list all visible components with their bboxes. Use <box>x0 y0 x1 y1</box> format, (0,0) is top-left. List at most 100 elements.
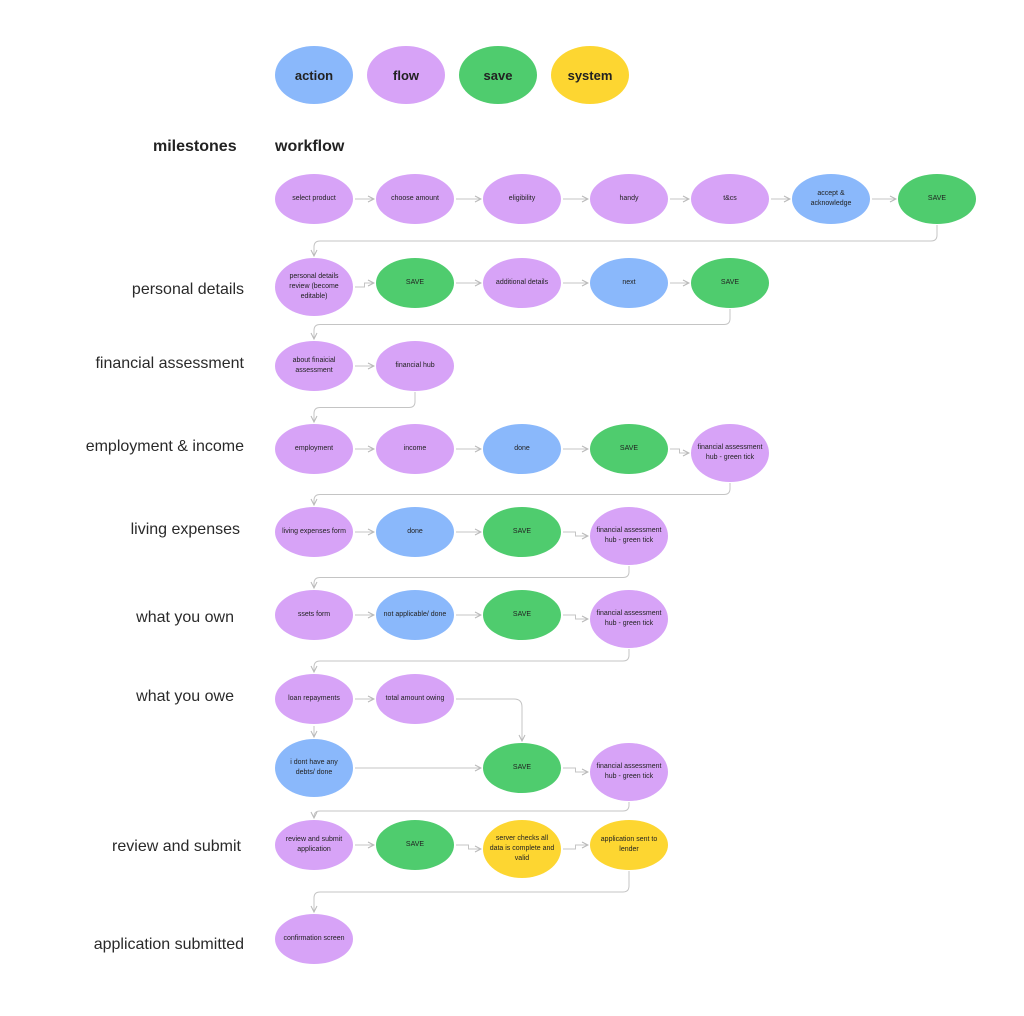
node-text: t&cs <box>723 195 737 202</box>
node-application-sent-to-lender: application sent to lender <box>590 820 668 870</box>
connector-arrow <box>314 309 731 339</box>
node-text: not applicable/ done <box>383 611 447 618</box>
node-handy: handy <box>590 174 668 224</box>
node-text: financial assessment hub - green tick <box>697 444 763 461</box>
node-text: additional details <box>495 279 549 286</box>
node-save: SAVE <box>376 820 454 870</box>
node-text: income <box>403 445 427 452</box>
node-financial-assessment-hub: financial assessment hub - green tick <box>590 507 668 565</box>
node-total-amount-owing: total amount owing <box>376 674 454 724</box>
node-income: income <box>376 424 454 474</box>
connector-arrow <box>563 614 588 619</box>
node-text: SAVE <box>512 764 532 771</box>
node-text: personal details review (become editable… <box>289 273 339 300</box>
milestones-heading: milestones <box>153 138 237 155</box>
node-personal-details-review: personal details review (become editable… <box>275 258 353 316</box>
node-save: SAVE <box>483 507 561 557</box>
node-eligibility: eligibility <box>483 174 561 224</box>
node-save: SAVE <box>691 258 769 308</box>
node-text: confirmation screen <box>283 935 345 942</box>
milestone-employment-income: employment & income <box>85 438 244 455</box>
node-financial-assessment-hub: financial assessment hub - green tick <box>590 743 668 801</box>
connector-arrow <box>456 698 522 741</box>
node-next: next <box>590 258 668 308</box>
node-save: SAVE <box>590 424 668 474</box>
node-text: living expenses form <box>282 528 346 535</box>
connector-arrow <box>314 566 630 588</box>
node-text: done <box>514 445 530 452</box>
node-text: next <box>622 279 636 286</box>
node-text: eligibility <box>508 195 536 202</box>
node-text: SAVE <box>927 195 947 202</box>
connector-arrow <box>314 392 416 422</box>
legend-flow: flow <box>367 46 445 104</box>
milestone-personal-details: personal details <box>131 281 244 298</box>
node-assets-form: ssets form <box>275 590 353 640</box>
node-text: employment <box>294 445 334 452</box>
node-text: accept & acknowledge <box>810 190 852 207</box>
legend-flow-label: flow <box>393 67 419 83</box>
milestone-what-you-owe: what you owe <box>136 688 234 705</box>
connector-arrow <box>314 871 630 912</box>
connector-arrow <box>456 844 481 849</box>
node-text: select product <box>292 195 336 202</box>
connector-arrow <box>355 283 374 288</box>
node-text: SAVE <box>619 445 639 452</box>
legend-save-label: save <box>483 67 513 83</box>
connector-arrow <box>563 531 588 536</box>
node-choose-amount: choose amount <box>376 174 454 224</box>
milestone-financial-assessment: financial assessment <box>95 355 244 372</box>
legend-action-label: action <box>294 67 334 83</box>
node-text: server checks all data is complete and v… <box>489 835 555 862</box>
node-select-product: select product <box>275 174 353 224</box>
connector-arrow <box>314 649 630 672</box>
node-save: SAVE <box>483 743 561 793</box>
connector-arrow <box>563 845 588 850</box>
node-text: loan repayments <box>288 695 340 702</box>
legend-save: save <box>459 46 537 104</box>
node-not-applicable-done: not applicable/ done <box>376 590 454 640</box>
node-financial-assessment-hub: financial assessment hub - green tick <box>691 424 769 482</box>
milestone-review-and-submit: review and submit <box>112 838 241 855</box>
node-text: application sent to lender <box>600 836 658 853</box>
node-text: choose amount <box>391 195 439 202</box>
node-text: total amount owing <box>385 695 445 702</box>
legend-action: action <box>275 46 353 104</box>
node-employment: employment <box>275 424 353 474</box>
node-text: review and submit application <box>285 836 343 853</box>
node-living-expenses-form: living expenses form <box>275 507 353 557</box>
node-loan-repayments: loan repayments <box>275 674 353 724</box>
milestone-application-submitted: application submitted <box>93 936 244 953</box>
node-text: ssets form <box>297 611 331 618</box>
node-done: done <box>376 507 454 557</box>
node-server-checks: server checks all data is complete and v… <box>483 820 561 878</box>
node-text: financial assessment hub - green tick <box>596 610 662 627</box>
node-text: about finaicial assessment <box>292 357 336 374</box>
node-text: handy <box>619 195 639 202</box>
node-text: SAVE <box>512 528 532 535</box>
node-financial-assessment-hub: financial assessment hub - green tick <box>590 590 668 648</box>
milestone-living-expenses: living expenses <box>130 521 240 538</box>
node-text: SAVE <box>512 611 532 618</box>
connector-arrow <box>314 483 731 505</box>
workflow-heading: workflow <box>275 138 345 155</box>
node-text: done <box>407 528 423 535</box>
milestone-what-you-own: what you own <box>136 609 234 626</box>
node-text: financial hub <box>395 362 435 369</box>
node-accept-acknowledge: accept & acknowledge <box>792 174 870 224</box>
node-additional-details: additional details <box>483 258 561 308</box>
legend-system-label: system <box>567 67 613 83</box>
connector-arrow <box>563 767 588 772</box>
connector-arrow <box>314 802 630 818</box>
node-text: i dont have any debts/ done <box>290 759 338 776</box>
node-confirmation-screen: confirmation screen <box>275 914 353 964</box>
node-tcs: t&cs <box>691 174 769 224</box>
legend-system: system <box>551 46 629 104</box>
node-about-financial-assessment: about finaicial assessment <box>275 341 353 391</box>
connector-arrow <box>670 448 689 453</box>
node-save: SAVE <box>898 174 976 224</box>
node-text: SAVE <box>720 279 740 286</box>
node-no-debts-done: i dont have any debts/ done <box>275 739 353 797</box>
node-financial-hub: financial hub <box>376 341 454 391</box>
